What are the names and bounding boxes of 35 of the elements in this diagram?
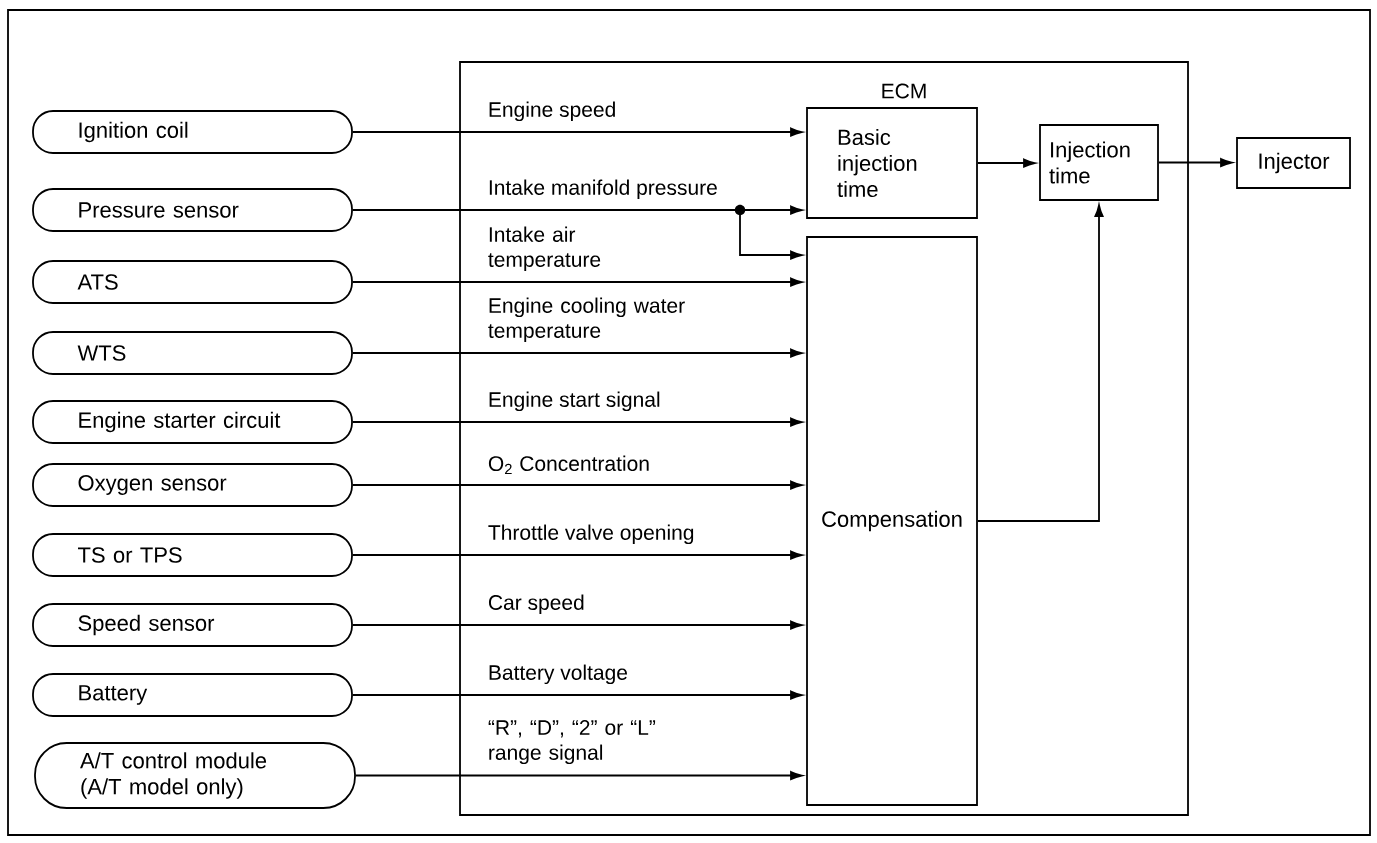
- arrow: [352, 620, 803, 630]
- edge-label: Battery voltage: [489, 664, 627, 685]
- arrow: [352, 550, 803, 560]
- arrow: [352, 417, 803, 427]
- arrow: [352, 348, 803, 358]
- arrow: [352, 480, 803, 490]
- arrow: [352, 277, 803, 287]
- edge-label: Intake air temperature: [488, 226, 601, 272]
- source-box: Oxygen sensor: [32, 463, 353, 507]
- edge-label: Engine cooling water temperature: [488, 297, 685, 343]
- process-box: Compensation: [806, 236, 978, 806]
- source-box: Battery: [32, 673, 353, 717]
- arrow: [977, 158, 1036, 168]
- source-box: Speed sensor: [32, 603, 353, 647]
- edge-label: “R”, “D”, “2” or “L” range signal: [488, 720, 656, 765]
- edge-label: Engine start signal: [489, 391, 660, 412]
- edge-label: Engine speed: [489, 101, 615, 122]
- source-box: TS or TPS: [32, 533, 353, 577]
- process-box: Injection time: [1039, 124, 1159, 201]
- arrow: [352, 690, 803, 700]
- source-box: ATS: [32, 260, 353, 304]
- source-box: WTS: [32, 331, 353, 375]
- source-box: Pressure sensor: [32, 188, 353, 232]
- edge-label: Intake manifold pressure: [489, 179, 717, 200]
- edge-label: Car speed: [488, 594, 584, 615]
- arrow: [352, 209, 803, 260]
- process-box: Basic injection time: [806, 107, 978, 219]
- source-box: Ignition coil: [32, 110, 353, 154]
- source-box: Engine starter circuit: [32, 400, 353, 444]
- edge-label: Throttle valve opening: [488, 524, 694, 545]
- arrow: [977, 204, 1104, 522]
- process-box: Injector: [1236, 137, 1351, 189]
- arrow: [352, 127, 803, 137]
- source-box: A/T control module (A/T model only): [34, 742, 356, 809]
- edge-label: O$_{2}$ Concentration: [488, 455, 649, 475]
